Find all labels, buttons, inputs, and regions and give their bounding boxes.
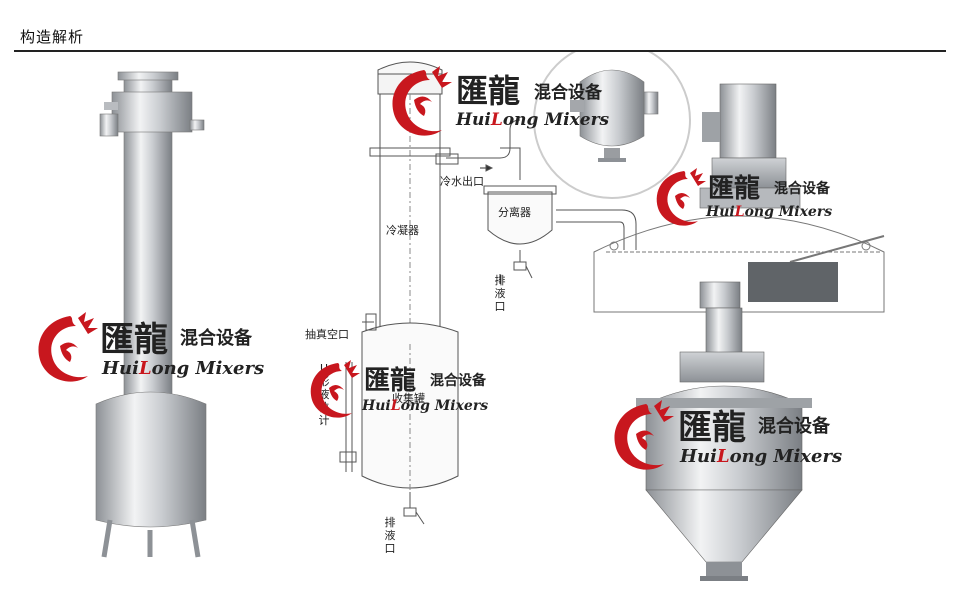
dragon-logo-icon bbox=[656, 168, 706, 226]
product-figure: 冷水出口 分离器 排液口 冷凝器 抽真空口 U形液位计 收集罐 排液口 匯龍 混… bbox=[0, 41, 960, 592]
watermark-brand-en: HuiLong Mixers bbox=[706, 204, 833, 220]
header-divider bbox=[14, 50, 946, 52]
separator-label: 分离器 bbox=[498, 206, 531, 219]
watermark: 匯龍 混合设备 HuiLong Mixers bbox=[650, 166, 870, 232]
watermark-brand-en: HuiLong Mixers bbox=[456, 110, 610, 130]
watermark: 匯龍 混合设备 HuiLong Mixers bbox=[606, 398, 866, 478]
dragon-logo-icon bbox=[310, 360, 360, 418]
cold-water-outlet-label: 冷水出口 bbox=[440, 175, 484, 188]
separator-photo-inset bbox=[533, 41, 691, 199]
collector-label: 收集罐 bbox=[392, 392, 425, 405]
watermark-brand-cn: 匯龍 bbox=[708, 174, 761, 204]
dragon-logo-icon bbox=[38, 312, 98, 382]
watermark-brand-en: HuiLong Mixers bbox=[362, 398, 489, 414]
watermark-subtitle-cn: 混合设备 bbox=[430, 373, 486, 389]
dragon-logo-icon bbox=[614, 400, 674, 470]
condenser-label: 冷凝器 bbox=[386, 224, 419, 237]
dragon-logo-icon bbox=[392, 66, 452, 136]
watermark-brand-en: HuiLong Mixers bbox=[680, 446, 843, 467]
watermark-brand-cn: 匯龍 bbox=[678, 408, 746, 448]
watermark: 匯龍 混合设备 HuiLong Mixers bbox=[384, 64, 644, 144]
section-title: 构造解析 bbox=[20, 28, 85, 46]
equipment-illustration bbox=[95, 41, 885, 581]
watermark-brand-en: HuiLong Mixers bbox=[102, 358, 265, 379]
watermark-subtitle-cn: 混合设备 bbox=[758, 416, 830, 437]
drain-outlet-label-bottom: 排液口 bbox=[384, 516, 396, 555]
watermark-brand-cn: 匯龍 bbox=[364, 366, 417, 396]
agitator-drawing bbox=[593, 83, 885, 313]
conical-mixer-photo bbox=[636, 262, 838, 581]
drain-outlet-label-top: 排液口 bbox=[494, 274, 506, 313]
watermark-subtitle-cn: 混合设备 bbox=[774, 181, 830, 197]
section-header: 构造解析 bbox=[0, 0, 960, 52]
watermark-brand-cn: 匯龍 bbox=[100, 320, 168, 360]
watermark-subtitle-cn: 混合设备 bbox=[180, 328, 252, 349]
watermark: 匯龍 混合设备 HuiLong Mixers bbox=[30, 310, 290, 390]
vacuum-port-label: 抽真空口 bbox=[305, 328, 349, 341]
watermark: 匯龍 混合设备 HuiLong Mixers bbox=[304, 358, 514, 424]
watermark-brand-cn: 匯龍 bbox=[456, 72, 521, 110]
condenser-photo bbox=[95, 71, 207, 558]
watermark-subtitle-cn: 混合设备 bbox=[534, 83, 602, 103]
